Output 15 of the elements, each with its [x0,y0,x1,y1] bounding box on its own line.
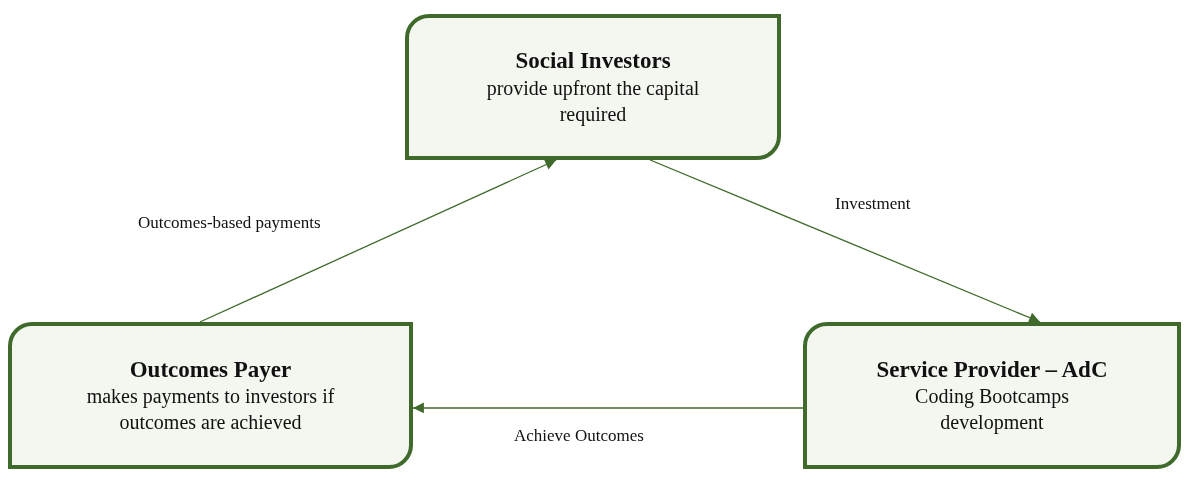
box-title: Service Provider – AdC [876,355,1108,384]
box-title: Social Investors [515,47,671,75]
arrow [412,402,804,414]
arrow [199,159,557,323]
box-title: Outcomes Payer [129,355,292,384]
process-box [803,322,1181,469]
edge-label: Investment [835,194,911,214]
process-box [8,322,413,469]
box-description: Coding Bootcamps development [914,384,1070,436]
box-description: provide upfront the capital required [485,75,701,127]
edge-label: Outcomes-based payments [138,213,321,233]
edge-label: Achieve Outcomes [514,426,644,446]
box-description: makes payments to investors if outcomes are achieved [85,384,336,436]
arrow [649,159,1041,323]
process-box [405,14,781,160]
